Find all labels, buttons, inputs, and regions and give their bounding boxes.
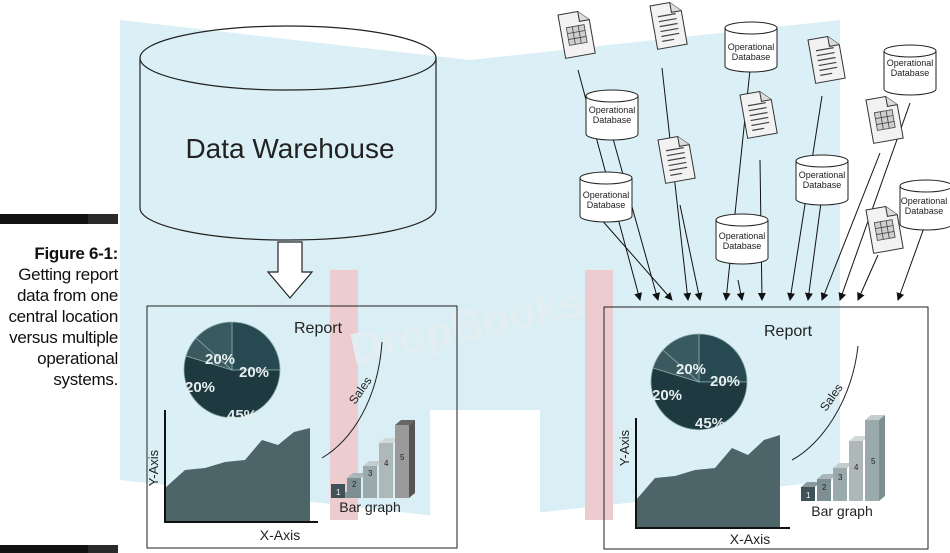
right-x-axis-label: X-Axis	[730, 531, 770, 547]
db-label-line2: Database	[723, 241, 762, 251]
left-bar-graph-label: Bar graph	[339, 499, 400, 515]
data-warehouse-cylinder	[139, 25, 437, 241]
right-pie-label-4: 45%	[695, 415, 725, 432]
operational-database-icon	[883, 44, 937, 96]
right-bar-graph-label: Bar graph	[811, 503, 872, 519]
left-pie-label-1: 20%	[205, 351, 235, 368]
operational-database-icon	[724, 21, 778, 73]
left-pie-label-2: 20%	[239, 364, 269, 381]
operational-database-icon	[579, 171, 633, 223]
operational-database-icon	[585, 89, 639, 141]
left-pie-label-3: 20%	[185, 379, 215, 396]
right-report-title: Report	[764, 323, 813, 340]
db-label-line2: Database	[587, 200, 626, 210]
left-bar-number-4: 4	[384, 459, 389, 468]
caption-top-rule	[0, 214, 118, 224]
right-bar-number-2: 2	[822, 483, 827, 492]
right-bar-number-3: 3	[838, 473, 843, 482]
figure-caption: Getting report data from one central loc…	[8, 265, 118, 389]
right-bar-number-1: 1	[806, 491, 811, 500]
data-warehouse-label: Data Warehouse	[185, 133, 394, 164]
caption-bottom-rule	[0, 545, 118, 553]
left-area-chart	[165, 428, 310, 522]
left-pie-chart	[183, 321, 281, 419]
right-pie-label-2: 20%	[710, 373, 740, 390]
db-label-line1: Operational	[728, 42, 775, 52]
db-label-line2: Database	[593, 115, 632, 125]
right-bar-graph	[801, 415, 885, 501]
db-label-line2: Database	[803, 180, 842, 190]
db-label-line1: Operational	[887, 58, 934, 68]
left-report-box	[146, 305, 458, 549]
db-label-line1: Operational	[589, 105, 636, 115]
db-label-line1: Operational	[719, 231, 766, 241]
left-bar-number-3: 3	[368, 469, 373, 478]
db-label-line1: Operational	[583, 190, 630, 200]
right-bar-number-4: 4	[854, 463, 859, 472]
left-x-axis-label: X-Axis	[260, 527, 300, 543]
left-bar-graph	[331, 420, 415, 498]
db-label-line2: Database	[905, 206, 944, 216]
spreadsheet-doc-icon	[866, 205, 903, 254]
db-label-line1: Operational	[901, 196, 948, 206]
right-bar-number-5: 5	[871, 457, 876, 466]
right-y-axis-label: Y-Axis	[617, 429, 632, 466]
right-pie-label-3: 20%	[652, 387, 682, 404]
left-bar-number-1: 1	[336, 488, 341, 497]
db-label-line2: Database	[732, 52, 771, 62]
operational-database-icon	[899, 179, 950, 231]
right-axes	[635, 418, 790, 529]
left-pie-label-4: 45%	[227, 407, 257, 424]
right-pie-label-1: 20%	[676, 361, 706, 378]
right-report-box	[603, 306, 929, 550]
left-axes	[164, 410, 318, 523]
db-label-line1: Operational	[799, 170, 846, 180]
operational-database-icon	[795, 154, 849, 206]
down-arrow-icon	[266, 241, 314, 299]
left-bar-number-5: 5	[400, 453, 405, 462]
right-area-chart	[636, 435, 780, 528]
operational-database-icon	[715, 213, 769, 265]
left-report-title: Report	[294, 320, 343, 337]
right-sales-curve	[791, 345, 859, 461]
figure-title: Figure 6-1:	[34, 244, 118, 263]
spreadsheet-doc-icon	[866, 95, 903, 144]
db-label-line2: Database	[891, 68, 930, 78]
left-bar-number-2: 2	[352, 480, 357, 489]
left-sales-curve	[321, 341, 383, 459]
right-pie-chart	[650, 333, 748, 431]
left-y-axis-label: Y-Axis	[146, 449, 161, 486]
